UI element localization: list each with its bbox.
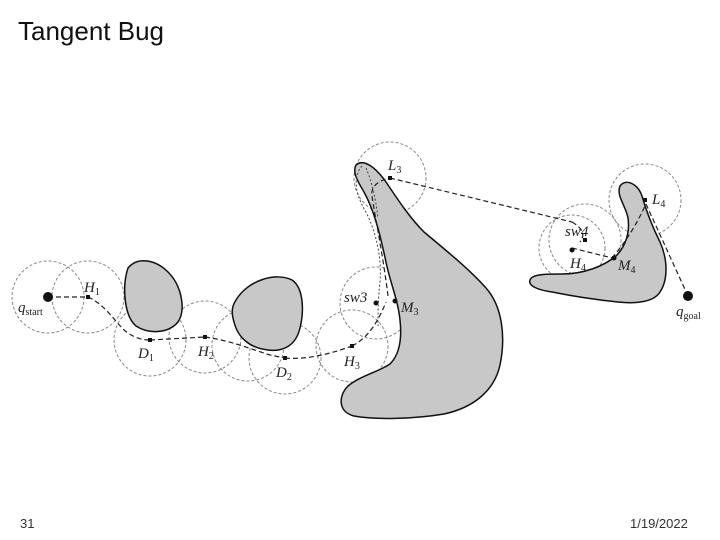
path-m4-l4 — [611, 203, 647, 259]
path-d2-h3 — [284, 345, 353, 359]
point-sw4 — [583, 238, 587, 242]
label-d2: D2 — [275, 365, 292, 383]
obstacle-2 — [231, 276, 304, 352]
diagram-labels: qstart H1 D1 H2 D2 H3 sw3 M3 L3 sw4 H4 M… — [18, 158, 701, 383]
point-l4 — [643, 198, 647, 202]
robot-path — [48, 177, 689, 359]
point-d1 — [148, 338, 152, 342]
label-qgoal: qgoal — [676, 304, 701, 322]
label-qstart: qstart — [18, 300, 43, 318]
obstacle-3 — [340, 161, 504, 420]
path-h2-d2 — [204, 336, 286, 359]
obstacle-1 — [123, 260, 183, 333]
label-l4: L4 — [651, 192, 665, 210]
point-m4 — [611, 255, 617, 261]
point-l3 — [388, 176, 392, 180]
point-qgoal — [683, 291, 693, 301]
sensor-circle-h3 — [315, 309, 389, 383]
path-h3-m3 — [351, 301, 387, 347]
path-points — [43, 176, 693, 360]
trace-obstacle-3-b — [365, 167, 379, 219]
point-sw3 — [373, 300, 379, 306]
slide-title: Tangent Bug — [18, 16, 165, 46]
label-h4: H4 — [569, 256, 586, 274]
boundary-traces — [355, 165, 381, 327]
label-l3: L3 — [387, 158, 401, 176]
label-h2: H2 — [197, 344, 214, 362]
label-h1: H1 — [83, 280, 100, 298]
path-h4-m4 — [571, 247, 613, 259]
slide-number: 31 — [20, 516, 35, 531]
slide-date: 1/19/2022 — [630, 516, 688, 531]
point-qstart — [43, 292, 53, 302]
label-sw3: sw3 — [344, 290, 367, 306]
path-h4-sw4 — [571, 221, 584, 243]
path-h1-d1 — [87, 296, 151, 341]
point-h4 — [569, 247, 575, 253]
path-l4-goal — [645, 203, 689, 297]
point-h1 — [86, 295, 90, 299]
sensor-circle-d1 — [113, 303, 187, 377]
point-d2 — [283, 356, 287, 360]
label-sw4: sw4 — [565, 224, 589, 240]
point-m3 — [392, 298, 398, 304]
path-d1-h2 — [149, 336, 206, 341]
label-h3: H3 — [343, 354, 360, 372]
obstacle-4 — [529, 181, 667, 304]
obstacles — [123, 161, 667, 420]
trace-obstacle-3 — [355, 165, 381, 327]
path-m3-l3 — [371, 177, 391, 297]
label-d1: D1 — [137, 346, 154, 364]
point-h2 — [203, 335, 207, 339]
path-l3-h4 — [389, 177, 573, 223]
sensor-circle-d2-b — [248, 321, 322, 395]
label-m3: M3 — [400, 300, 419, 318]
point-h3 — [350, 344, 354, 348]
label-m4: M4 — [617, 258, 636, 276]
